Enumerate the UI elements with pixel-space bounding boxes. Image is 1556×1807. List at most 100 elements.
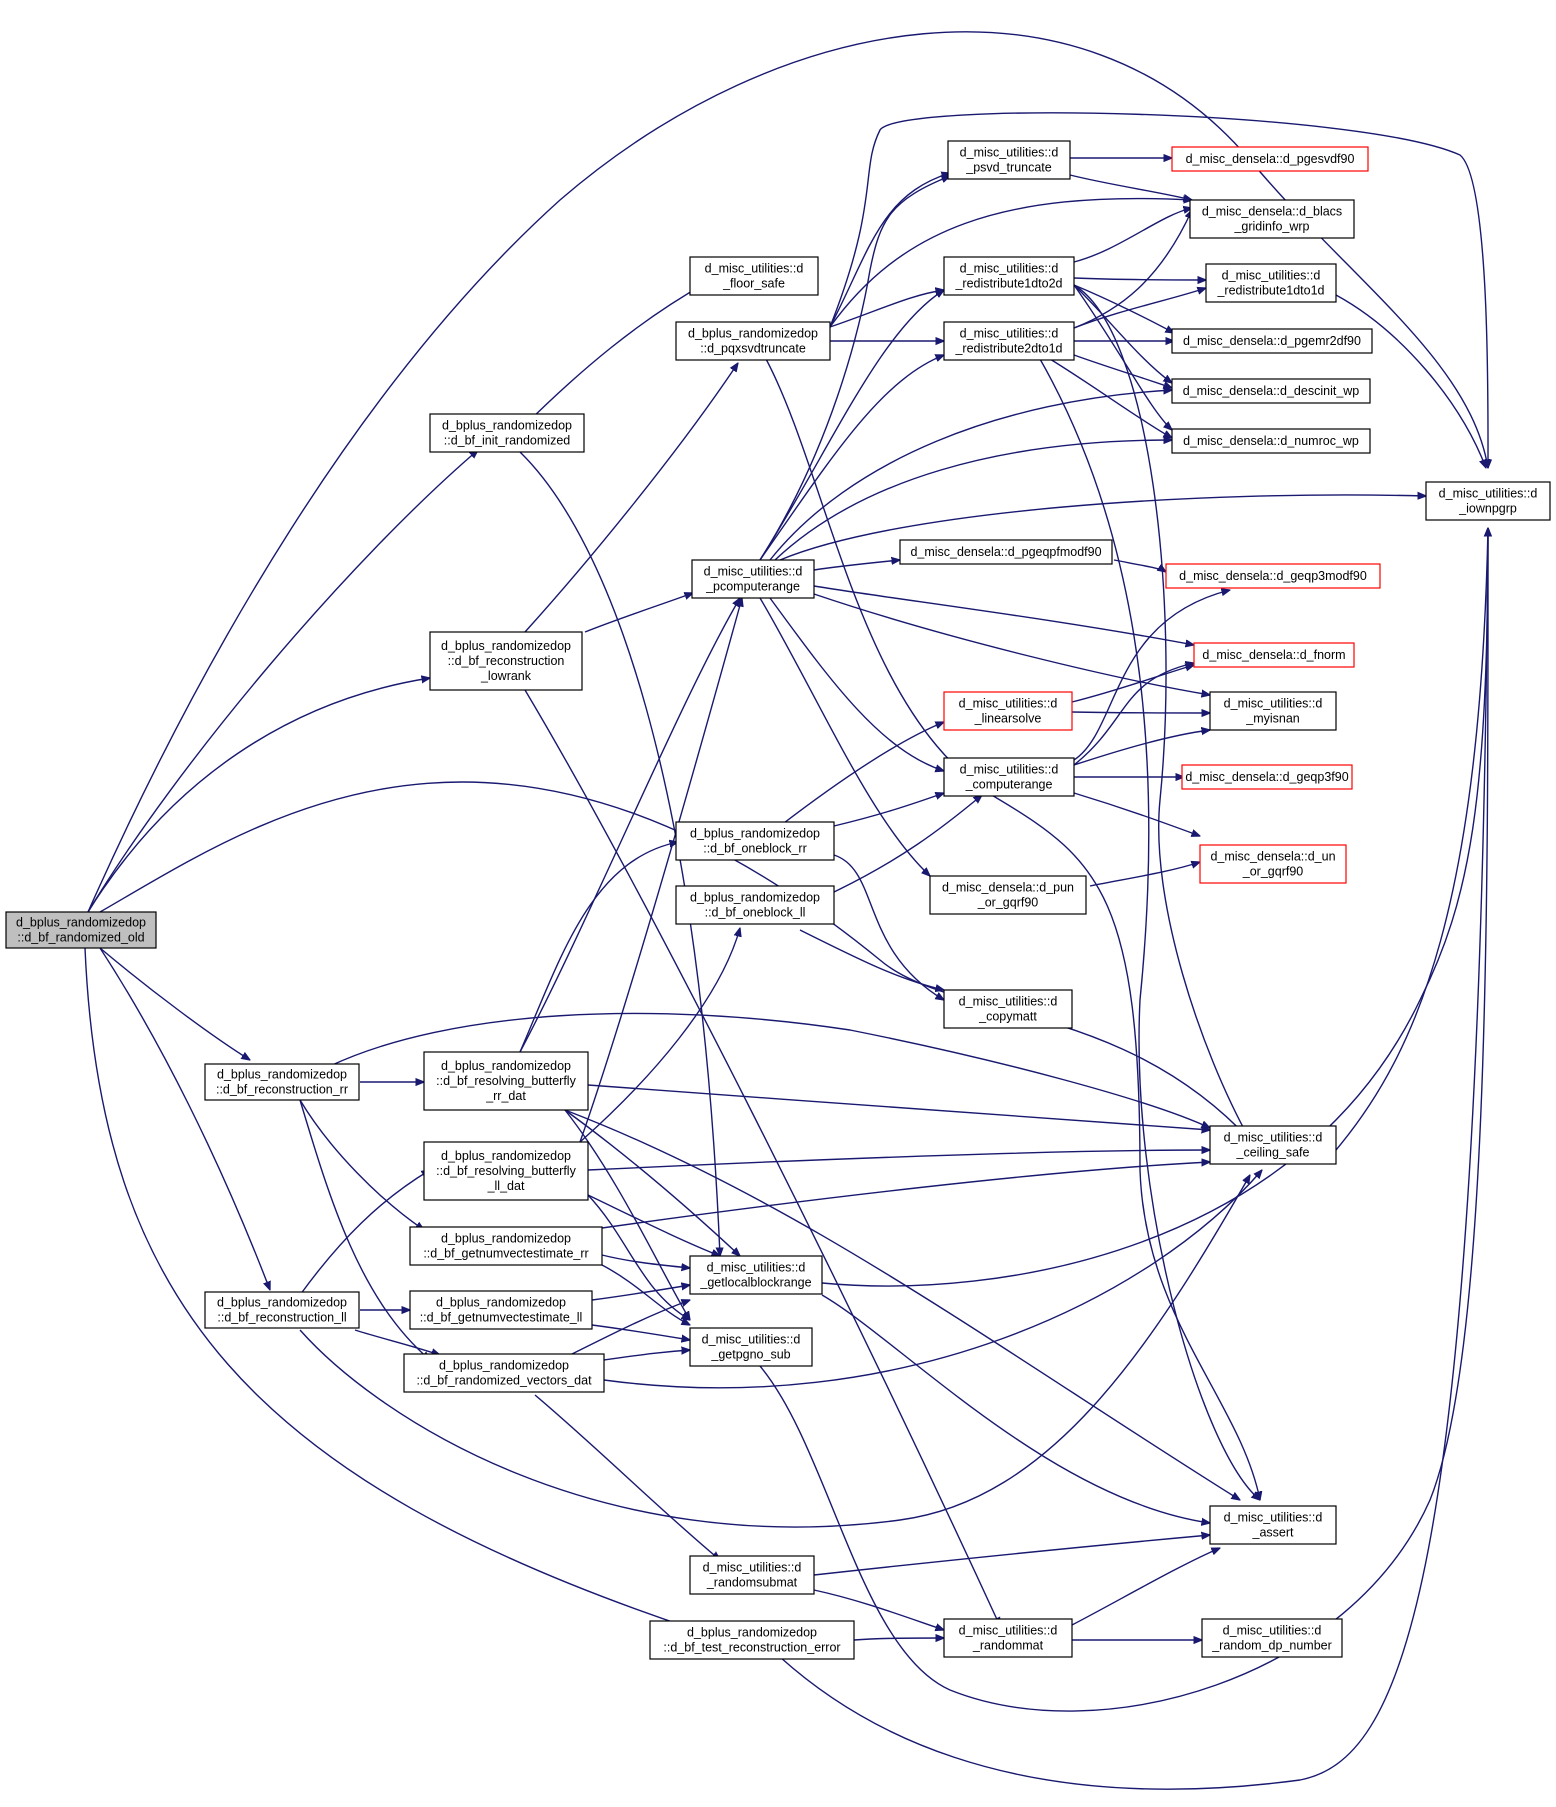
node-label-line: d_bplus_randomizedop	[690, 891, 820, 905]
node-floor[interactable]: d_misc_utilities::d_floor_safe	[689, 256, 819, 296]
node-pgemr[interactable]: d_misc_densela::d_pgemr2df90	[1171, 328, 1373, 354]
edge-test-rmat	[853, 1638, 944, 1640]
node-ll[interactable]: d_bplus_randomizedop::d_bf_reconstructio…	[204, 1291, 360, 1329]
edge-pgeqpf-geqp3m	[1113, 559, 1166, 572]
node-rr[interactable]: d_bplus_randomizedop::d_bf_reconstructio…	[204, 1063, 360, 1101]
node-label-line: _computerange	[965, 778, 1053, 792]
node-geqp3m[interactable]: d_misc_densela::d_geqp3modf90	[1165, 563, 1381, 589]
node-label-line: ::d_bf_reconstruction	[448, 654, 565, 668]
node-box	[691, 559, 815, 599]
node-pcomp[interactable]: d_misc_utilities::d_pcomputerange	[691, 559, 815, 599]
node-label-line: d_bplus_randomizedop	[217, 1296, 347, 1310]
node-box	[5, 911, 157, 949]
node-obll[interactable]: d_bplus_randomizedop::d_bf_oneblock_ll	[675, 885, 835, 925]
node-copym[interactable]: d_misc_utilities::d_copymatt	[943, 989, 1073, 1029]
node-label-line: d_bplus_randomizedop	[688, 327, 818, 341]
node-rsub[interactable]: d_misc_utilities::d_randomsubmat	[689, 1555, 815, 1595]
node-label-line: d_misc_densela::d_pgesvdf90	[1186, 152, 1355, 166]
node-label-line: d_misc_utilities::d	[1224, 1511, 1323, 1525]
node-descinit[interactable]: d_misc_densela::d_descinit_wp	[1171, 378, 1371, 404]
node-label-line: ::d_bf_init_randomized	[444, 434, 571, 448]
node-label-line: ::d_pqxsvdtruncate	[700, 342, 806, 356]
node-label-line: _lowrank	[480, 669, 532, 683]
node-box	[423, 1141, 589, 1201]
node-myisnan[interactable]: d_misc_utilities::d_myisnan	[1209, 691, 1337, 731]
node-label-line: _ceiling_safe	[1236, 1146, 1310, 1160]
edge-pcomp-iown	[779, 495, 1426, 561]
node-rdp[interactable]: d_misc_utilities::d_random_dp_number	[1201, 1618, 1343, 1658]
node-obrr[interactable]: d_bplus_randomizedop::d_bf_oneblock_rr	[675, 821, 835, 861]
node-init[interactable]: d_bplus_randomizedop::d_bf_init_randomiz…	[429, 413, 585, 453]
edge-r2to1-assert	[1039, 358, 1260, 1500]
node-box	[1189, 199, 1355, 239]
node-label-line: d_bplus_randomizedop	[690, 827, 820, 841]
node-iown[interactable]: d_misc_utilities::d_iownpgrp	[1425, 481, 1551, 521]
node-label-line: d_bplus_randomizedop	[441, 639, 571, 653]
edge-comp-fnorm	[1073, 663, 1194, 766]
edge-root-init	[87, 450, 478, 913]
node-label-line: d_misc_utilities::d	[959, 995, 1058, 1009]
node-resll[interactable]: d_bplus_randomizedop::d_bf_resolving_but…	[423, 1141, 589, 1201]
edge-resll-obll	[579, 928, 740, 1143]
node-box	[689, 1327, 813, 1367]
node-pqx[interactable]: d_bplus_randomizedop::d_pqxsvdtruncate	[675, 321, 831, 361]
node-fnorm[interactable]: d_misc_densela::d_fnorm	[1193, 642, 1355, 668]
node-box	[943, 691, 1073, 731]
node-box	[1171, 378, 1371, 404]
edge-root-rr	[99, 947, 250, 1060]
node-numroc[interactable]: d_misc_densela::d_numroc_wp	[1171, 428, 1371, 454]
node-label-line: _ll_dat	[487, 1179, 525, 1193]
node-pgesvd[interactable]: d_misc_densela::d_pgesvdf90	[1171, 146, 1369, 172]
node-glbr[interactable]: d_misc_utilities::d_getlocalblockrange	[689, 1255, 823, 1295]
node-label-line: ::d_bf_oneblock_rr	[703, 842, 807, 856]
node-test[interactable]: d_bplus_randomizedop::d_bf_test_reconstr…	[649, 1620, 855, 1660]
node-unorg[interactable]: d_misc_densela::d_un_or_gqrf90	[1199, 844, 1347, 884]
node-label-line: ::d_bf_getnumvectestimate_ll	[420, 1311, 583, 1325]
node-label-line: d_bplus_randomizedop	[441, 1232, 571, 1246]
node-gpg[interactable]: d_misc_utilities::d_getpgno_sub	[689, 1327, 813, 1367]
edges	[84, 31, 1488, 1790]
node-assert[interactable]: d_misc_utilities::d_assert	[1209, 1505, 1337, 1545]
node-box	[1171, 146, 1369, 172]
edge-obrr-copym	[833, 854, 944, 1000]
node-resrr[interactable]: d_bplus_randomizedop::d_bf_resolving_but…	[423, 1051, 589, 1111]
node-label-line: _redistribute1dto1d	[1216, 284, 1324, 298]
node-label-line: d_bplus_randomizedop	[436, 1296, 566, 1310]
node-pgeqpf[interactable]: d_misc_densela::d_pgeqpfmodf90	[899, 539, 1113, 565]
node-r2to1[interactable]: d_misc_utilities::d_redistribute2dto1d	[943, 321, 1075, 361]
node-lowrank[interactable]: d_bplus_randomizedop::d_bf_reconstructio…	[429, 631, 583, 691]
node-label-line: _myisnan	[1245, 712, 1300, 726]
node-box	[675, 885, 835, 925]
node-blacs[interactable]: d_misc_densela::d_blacs_gridinfo_wrp	[1189, 199, 1355, 239]
node-box	[943, 1618, 1073, 1658]
node-geqp3[interactable]: d_misc_densela::d_geqp3f90	[1181, 764, 1353, 790]
node-r1to1[interactable]: d_misc_utilities::d_redistribute1dto1d	[1205, 263, 1337, 303]
node-ceil[interactable]: d_misc_utilities::d_ceiling_safe	[1209, 1125, 1337, 1165]
edge-r2to1-descinit	[1073, 354, 1172, 388]
edge-pqx-blacs	[829, 199, 1192, 328]
node-label-line: _psvd_truncate	[965, 161, 1052, 175]
node-punorg[interactable]: d_misc_densela::d_pun_or_gqrf90	[929, 875, 1087, 915]
node-linsolve[interactable]: d_misc_utilities::d_linearsolve	[943, 691, 1073, 731]
node-label-line: _rr_dat	[485, 1089, 526, 1103]
edge-root-ll	[99, 947, 270, 1290]
node-label-line: d_bplus_randomizedop	[441, 1059, 571, 1073]
node-psvd[interactable]: d_misc_utilities::d_psvd_truncate	[947, 140, 1071, 180]
node-rmat[interactable]: d_misc_utilities::d_randommat	[943, 1618, 1073, 1658]
node-label-line: d_misc_utilities::d	[960, 327, 1059, 341]
node-rvd[interactable]: d_bplus_randomizedop::d_bf_randomized_ve…	[403, 1353, 605, 1393]
node-label-line: d_misc_utilities::d	[703, 1561, 802, 1575]
node-label-line: _randomsubmat	[706, 1576, 798, 1590]
edge-r1to2-ceil	[1073, 284, 1250, 1140]
node-label-line: d_bplus_randomizedop	[687, 1626, 817, 1640]
edge-lowrank-rmat	[524, 689, 1000, 1626]
node-gnrr[interactable]: d_bplus_randomizedop::d_bf_getnumvectest…	[409, 1226, 603, 1266]
node-gnll[interactable]: d_bplus_randomizedop::d_bf_getnumvectest…	[409, 1290, 593, 1330]
node-root[interactable]: d_bplus_randomizedop::d_bf_randomized_ol…	[5, 911, 157, 949]
edge-comp-unorg	[1073, 792, 1200, 836]
node-r1to2[interactable]: d_misc_utilities::d_redistribute1dto2d	[943, 256, 1075, 296]
node-box	[899, 539, 1113, 565]
node-comp[interactable]: d_misc_utilities::d_computerange	[943, 757, 1075, 797]
node-label-line: d_misc_densela::d_pgeqpfmodf90	[910, 545, 1101, 559]
